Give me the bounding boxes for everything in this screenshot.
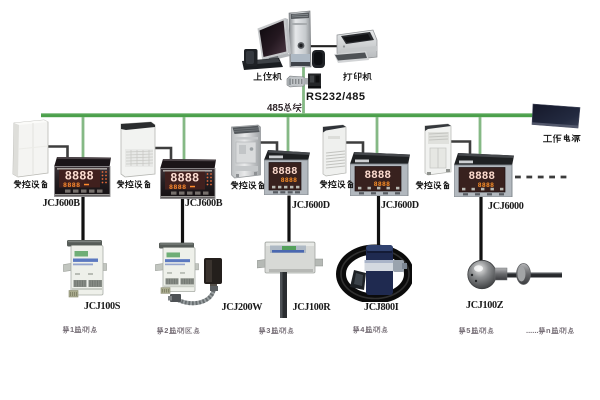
svg-text:8888: 8888 <box>478 182 495 189</box>
svg-text:2: 2 <box>164 326 168 335</box>
svg-text:8888: 8888 <box>65 169 94 183</box>
svg-text:8888: 8888 <box>272 165 297 177</box>
svg-text:8888: 8888 <box>281 177 298 184</box>
svg-text:3: 3 <box>266 326 270 335</box>
svg-text:8888: 8888 <box>469 170 495 182</box>
svg-text:5: 5 <box>466 326 470 335</box>
svg-text:8888: 8888 <box>374 181 391 188</box>
svg-text:......: ...... <box>526 326 539 335</box>
svg-text:n: n <box>546 326 551 335</box>
svg-text:8888: 8888 <box>170 170 199 184</box>
svg-text:1: 1 <box>70 325 74 334</box>
svg-text:8888: 8888 <box>63 182 80 189</box>
svg-text:8888: 8888 <box>169 183 186 190</box>
svg-text:485: 485 <box>267 102 284 113</box>
svg-text:8888: 8888 <box>365 169 391 181</box>
svg-text:4: 4 <box>360 325 365 334</box>
